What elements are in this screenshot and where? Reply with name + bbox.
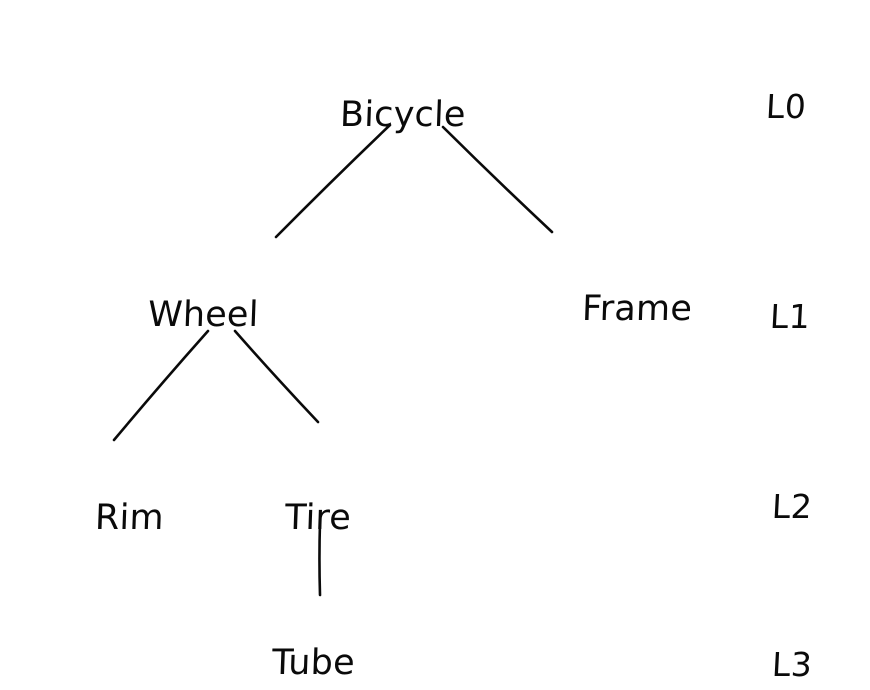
tree-edge-wheel-tire	[233, 329, 320, 424]
tree-edge-bicycle-frame	[441, 125, 554, 234]
tree-edge-bicycle-wheel	[274, 123, 392, 239]
tree-node-wheel[interactable]: Wheel	[147, 295, 260, 335]
tree-node-bicycle[interactable]: Bicycle	[339, 95, 467, 135]
level-label-l3: L3	[770, 645, 814, 684]
tree-node-frame[interactable]: Frame	[581, 289, 693, 329]
tree-node-rim[interactable]: Rim	[94, 498, 165, 538]
edge-group	[112, 123, 554, 597]
tree-node-tube[interactable]: Tube	[271, 643, 356, 683]
level-label-l0: L0	[764, 87, 808, 126]
level-label-l2: L2	[770, 487, 814, 526]
level-label-l1: L1	[768, 297, 812, 336]
tree-edge-tire-tube	[318, 520, 322, 597]
tree-edge-wheel-rim	[112, 329, 210, 442]
tree-node-tire[interactable]: Tire	[284, 498, 352, 538]
